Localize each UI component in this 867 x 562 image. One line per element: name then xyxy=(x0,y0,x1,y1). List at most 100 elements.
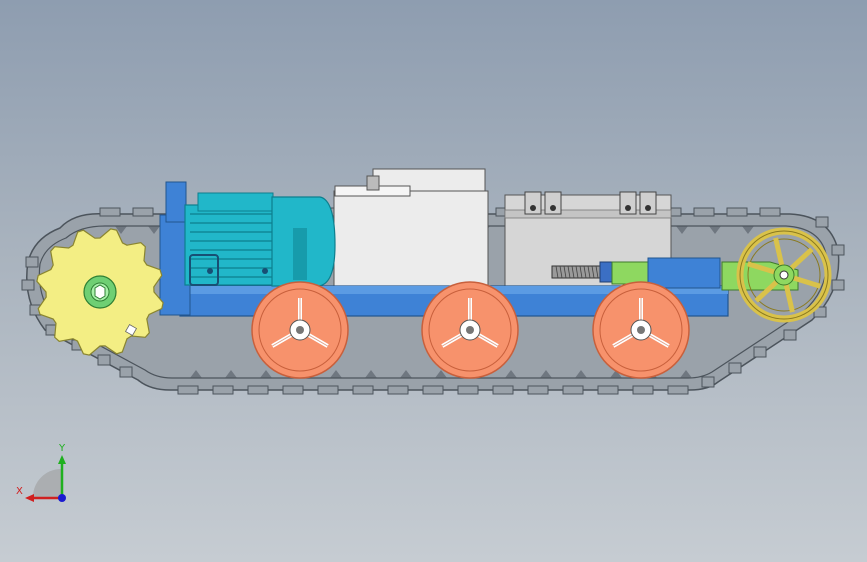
tensioner-slider xyxy=(611,261,649,285)
track-tooth-bottom xyxy=(400,370,412,378)
road-wheel-axle xyxy=(296,326,304,334)
track-tooth-top xyxy=(742,226,754,234)
track-grouser-bottom xyxy=(212,385,234,395)
road-wheel-rim xyxy=(258,288,342,372)
track-grouser-top xyxy=(726,207,748,217)
coordinate-triad xyxy=(25,455,66,502)
tensioner-rail xyxy=(647,257,721,289)
motor-body xyxy=(184,204,276,286)
triad-y-arrow xyxy=(58,455,66,464)
road-wheel-rim xyxy=(599,288,683,372)
track-grouser-top xyxy=(759,207,781,217)
motor-terminal-box xyxy=(197,192,274,212)
track-grouser-bottom xyxy=(387,385,409,395)
track-grouser-top xyxy=(99,207,121,217)
motor-shade xyxy=(293,228,307,280)
track-tooth-bottom xyxy=(610,370,622,378)
track-tooth-bottom xyxy=(330,370,342,378)
triad-y-label: Y xyxy=(59,443,66,454)
track-tooth-bottom xyxy=(260,370,272,378)
track-grouser-bottom xyxy=(457,385,479,395)
track-grouser-top xyxy=(693,207,715,217)
bearing-block xyxy=(619,191,637,215)
screw-thread xyxy=(567,265,571,279)
track-tooth-top xyxy=(676,226,688,234)
screw-thread xyxy=(575,265,579,279)
track-grouser-bottom xyxy=(632,385,654,395)
motor-bolt xyxy=(262,268,268,274)
track-grouser-bottom xyxy=(317,385,339,395)
track-grouser-rear xyxy=(21,279,35,291)
bolt-head xyxy=(625,205,631,211)
gear-housing-rail xyxy=(504,209,672,219)
track-grouser-bottom xyxy=(177,385,199,395)
screw-thread xyxy=(563,265,567,279)
track-grouser-bottom xyxy=(422,385,444,395)
track-grouser-rear xyxy=(119,366,133,378)
track-grouser-front xyxy=(728,362,742,374)
sprocket-key xyxy=(124,323,138,337)
track-tooth-bottom xyxy=(435,370,447,378)
bolt-head xyxy=(530,205,536,211)
track-grouser-front xyxy=(753,346,767,358)
motor-clamp xyxy=(189,254,219,286)
track-tooth-top xyxy=(148,226,160,234)
screw-thread xyxy=(571,265,575,279)
track-grouser-bottom xyxy=(352,385,374,395)
track-grouser-rear xyxy=(97,354,111,366)
motor-flange-top xyxy=(165,181,187,223)
track-grouser-front xyxy=(701,376,715,388)
bolt-head xyxy=(645,205,651,211)
track-grouser-front xyxy=(831,244,845,256)
road-wheels[interactable] xyxy=(251,281,690,379)
screw-thread xyxy=(591,265,595,279)
track-grouser-bottom xyxy=(597,385,619,395)
motor-bolt xyxy=(207,268,213,274)
bearing-block xyxy=(639,191,657,215)
track-tooth-bottom xyxy=(680,370,692,378)
drive-sprocket[interactable] xyxy=(36,228,164,356)
track-tooth-top xyxy=(115,226,127,234)
road-wheel-rim xyxy=(428,288,512,372)
track-grouser-bottom xyxy=(282,385,304,395)
triad-x-label: X xyxy=(16,486,23,497)
track-grouser-front xyxy=(815,216,829,228)
bearing-block xyxy=(524,191,542,215)
track-tooth-bottom xyxy=(540,370,552,378)
track-grouser-front xyxy=(813,306,827,318)
screw-thread xyxy=(583,265,587,279)
triad-x-arrow xyxy=(25,494,34,502)
screw-thread xyxy=(579,265,583,279)
track-grouser-top xyxy=(132,207,154,217)
screw-thread xyxy=(559,265,563,279)
screw-thread xyxy=(587,265,591,279)
idler-wheel[interactable] xyxy=(736,227,832,323)
road-wheel-axle xyxy=(466,326,474,334)
track-tooth-bottom xyxy=(575,370,587,378)
idler-rim-inner xyxy=(747,238,821,312)
housing-stud xyxy=(366,175,380,191)
idler-rim-edge xyxy=(739,230,829,320)
track-grouser-rear xyxy=(25,256,39,268)
track-tooth-bottom xyxy=(365,370,377,378)
triad-plane xyxy=(33,469,61,497)
track-grouser-front xyxy=(831,279,845,291)
road-wheel-axle xyxy=(637,326,645,334)
track-grouser-bottom xyxy=(247,385,269,395)
idler-axle xyxy=(779,270,789,280)
track-grouser-bottom xyxy=(527,385,549,395)
screw-thread xyxy=(555,265,559,279)
track-grouser-bottom xyxy=(667,385,689,395)
track-grouser-bottom xyxy=(562,385,584,395)
track-tooth-bottom xyxy=(225,370,237,378)
triad-z-axis xyxy=(58,494,66,502)
bolt-head xyxy=(550,205,556,211)
track-grouser-bottom xyxy=(492,385,514,395)
track-tooth-bottom xyxy=(190,370,202,378)
bearing-block xyxy=(544,191,562,215)
sprocket-hex-bore xyxy=(94,284,106,300)
track-grouser-front xyxy=(783,329,797,341)
track-tooth-top xyxy=(709,226,721,234)
